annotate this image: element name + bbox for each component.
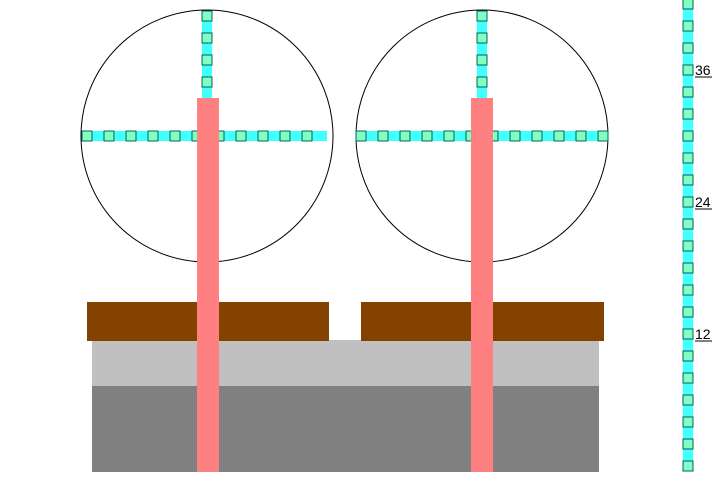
left-horizontal-chain-bead xyxy=(279,130,291,142)
ruler-chain-bead xyxy=(682,372,694,384)
ruler-label-12: 12 xyxy=(695,326,711,342)
ruler-chain-bead xyxy=(682,240,694,252)
left-vertical-chain-bead xyxy=(201,32,213,44)
ruler-chain-bead xyxy=(682,328,694,340)
left-horizontal-chain-bead xyxy=(301,130,313,142)
right-horizontal-chain-bead xyxy=(355,130,367,142)
ruler-chain-track xyxy=(683,4,693,468)
ruler-chain-bead xyxy=(682,350,694,362)
right-horizontal-chain-bead xyxy=(377,130,389,142)
right-horizontal-chain-bead xyxy=(575,130,587,142)
right-horizontal-chain-bead xyxy=(531,130,543,142)
left-horizontal-chain-bead xyxy=(125,130,137,142)
ruler-chain-bead xyxy=(682,460,694,472)
bead-lines xyxy=(81,10,609,142)
ruler-chain-bead xyxy=(682,108,694,120)
ruler-chain-bead xyxy=(682,262,694,274)
ruler-chain-bead xyxy=(682,20,694,32)
ruler-chain-bead xyxy=(682,174,694,186)
left-horizontal-chain-bead xyxy=(169,130,181,142)
ruler-chain-bead xyxy=(682,0,694,10)
left-horizontal-chain-bead xyxy=(147,130,159,142)
left-horizontal-chain-bead xyxy=(103,130,115,142)
right-horizontal-chain-bead xyxy=(443,130,455,142)
right-vertical-chain-bead xyxy=(476,10,488,22)
ruler-chain-bead xyxy=(682,130,694,142)
right-horizontal-chain-bead xyxy=(399,130,411,142)
right-horizontal-chain-bead xyxy=(509,130,521,142)
ruler-chain-bead xyxy=(682,42,694,54)
left-salmon-post xyxy=(197,98,219,472)
right-horizontal-chain-bead xyxy=(421,130,433,142)
light-gray-base xyxy=(92,340,599,386)
ruler-chain-bead xyxy=(682,438,694,450)
ruler-chain-bead xyxy=(682,64,694,76)
left-horizontal-chain-bead xyxy=(81,130,93,142)
right-salmon-post xyxy=(471,98,493,472)
ruler-chain-bead xyxy=(682,86,694,98)
right-horizontal-chain-bead xyxy=(597,130,609,142)
left-horizontal-chain-bead xyxy=(235,130,247,142)
ruler-chain-bead xyxy=(682,284,694,296)
ruler-label-36: 36 xyxy=(695,62,711,78)
ruler-chain-bead xyxy=(682,218,694,230)
right-vertical-chain-bead xyxy=(476,54,488,66)
right-horizontal-chain-bead xyxy=(553,130,565,142)
right-vertical-chain-bead xyxy=(476,32,488,44)
ruler-chain-bead xyxy=(682,152,694,164)
left-horizontal-chain-bead xyxy=(257,130,269,142)
ruler-label-24: 24 xyxy=(695,194,711,210)
ruler-chain-bead xyxy=(682,394,694,406)
left-vertical-chain-bead xyxy=(201,54,213,66)
right-vertical-chain-bead xyxy=(476,76,488,88)
dark-gray-base xyxy=(92,386,599,472)
ruler-chain-bead xyxy=(682,416,694,428)
left-vertical-chain-bead xyxy=(201,76,213,88)
vertical-ruler xyxy=(682,0,694,472)
ruler-chain-bead xyxy=(682,196,694,208)
ruler-chain-bead xyxy=(682,306,694,318)
left-vertical-chain-bead xyxy=(201,10,213,22)
